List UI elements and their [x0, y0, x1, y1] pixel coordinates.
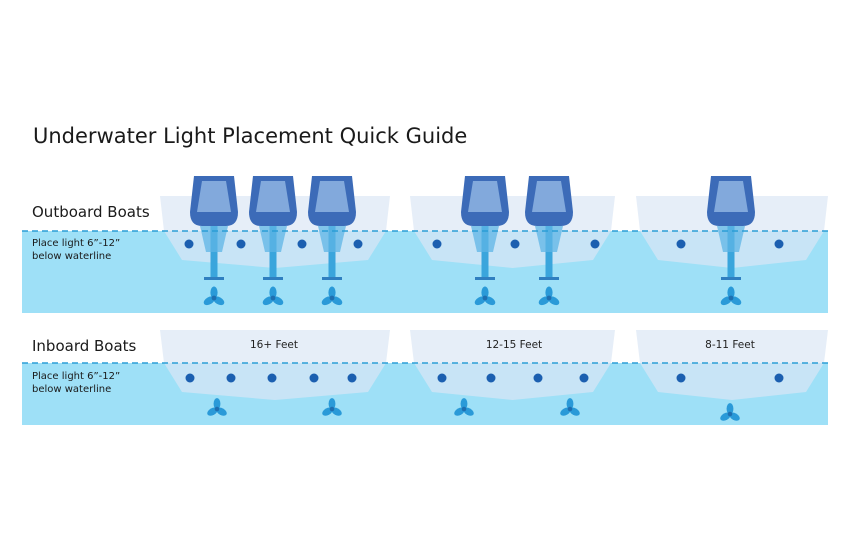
propeller-blade — [328, 286, 336, 299]
underwater-light — [297, 239, 307, 249]
propeller-hub — [329, 295, 335, 301]
hull-above-water — [160, 330, 390, 363]
hull-below-water — [414, 231, 611, 268]
propeller-icon — [560, 398, 580, 416]
inboard-diagram — [22, 330, 828, 425]
underwater-light — [309, 373, 319, 383]
hull-below-water — [640, 363, 824, 400]
motor-plate — [204, 277, 224, 280]
underwater-light — [353, 239, 363, 249]
propeller-hub — [546, 295, 552, 301]
underwater-light — [347, 373, 357, 383]
underwater-light — [676, 373, 686, 383]
propeller-blade — [460, 398, 468, 410]
inboard-label: Inboard Boats — [32, 337, 137, 355]
underwater-light — [486, 373, 496, 383]
underwater-light — [267, 373, 277, 383]
underwater-light — [510, 239, 520, 249]
motor-leg — [535, 226, 563, 252]
propeller-icon — [538, 286, 560, 306]
propeller-blade — [566, 398, 574, 410]
motor-leg — [318, 226, 346, 252]
motor-plate — [322, 277, 342, 280]
underwater-light — [533, 373, 543, 383]
propeller-hub — [567, 406, 573, 412]
motor-leg — [259, 226, 287, 252]
motor-cover-highlight — [197, 181, 231, 212]
propeller-blade — [269, 286, 277, 299]
propeller-hub — [461, 406, 467, 412]
size-label-large: 16+ Feet — [250, 339, 298, 351]
outboard-label: Outboard Boats — [32, 203, 150, 221]
motor-cover-highlight — [315, 181, 349, 212]
propeller-blade — [726, 403, 734, 415]
hull-below-water — [414, 363, 611, 400]
propeller-hub — [270, 295, 276, 301]
motor-plate — [539, 277, 559, 280]
propeller-blade — [213, 398, 221, 410]
propeller-hub — [482, 295, 488, 301]
underwater-light — [774, 239, 784, 249]
underwater-light — [236, 239, 246, 249]
inboard-note-line1: Place light 6”-12” — [32, 371, 121, 382]
propeller-icon — [454, 398, 474, 416]
propeller-icon — [720, 286, 742, 306]
propeller-blade — [210, 286, 218, 299]
outboard-note-line2: below waterline — [32, 251, 112, 262]
underwater-light — [590, 239, 600, 249]
propeller-icon — [203, 286, 225, 306]
outboard-diagram — [22, 176, 828, 313]
hull-below-water — [164, 363, 386, 400]
inboard-note: Place light 6”-12” below waterline — [32, 370, 152, 396]
propeller-icon — [474, 286, 496, 306]
outboard-note-line1: Place light 6”-12” — [32, 238, 121, 249]
size-label-small: 8-11 Feet — [705, 339, 755, 351]
motor-cover-highlight — [256, 181, 290, 212]
size-label-medium: 12-15 Feet — [485, 339, 543, 351]
underwater-light — [185, 373, 195, 383]
propeller-icon — [322, 398, 342, 416]
underwater-light — [774, 373, 784, 383]
hull-above-water — [410, 196, 615, 231]
motor-cover-highlight — [532, 181, 566, 212]
propeller-hub — [211, 295, 217, 301]
hull-above-water — [410, 330, 615, 363]
underwater-light — [226, 373, 236, 383]
inboard-note-line2: below waterline — [32, 384, 112, 395]
propeller-icon — [207, 398, 227, 416]
propeller-hub — [727, 411, 733, 417]
propeller-blade — [545, 286, 553, 299]
motor-cover-highlight — [468, 181, 502, 212]
propeller-icon — [321, 286, 343, 306]
propeller-hub — [728, 295, 734, 301]
underwater-light — [184, 239, 194, 249]
motor-plate — [721, 277, 741, 280]
propeller-icon — [262, 286, 284, 306]
hull-above-water — [636, 330, 828, 363]
motor-leg — [200, 226, 228, 252]
motor-plate — [263, 277, 283, 280]
motor-leg — [717, 226, 745, 252]
propeller-icon — [720, 403, 740, 421]
motor-plate — [475, 277, 495, 280]
outboard-note: Place light 6”-12” below waterline — [32, 237, 152, 263]
underwater-light — [437, 373, 447, 383]
propeller-blade — [727, 286, 735, 299]
propeller-hub — [214, 406, 220, 412]
underwater-light — [432, 239, 442, 249]
propeller-hub — [329, 406, 335, 412]
propeller-blade — [328, 398, 336, 410]
propeller-blade — [481, 286, 489, 299]
motor-cover-highlight — [714, 181, 748, 212]
motor-leg — [471, 226, 499, 252]
underwater-light — [579, 373, 589, 383]
page-title: Underwater Light Placement Quick Guide — [33, 124, 468, 148]
underwater-light — [676, 239, 686, 249]
